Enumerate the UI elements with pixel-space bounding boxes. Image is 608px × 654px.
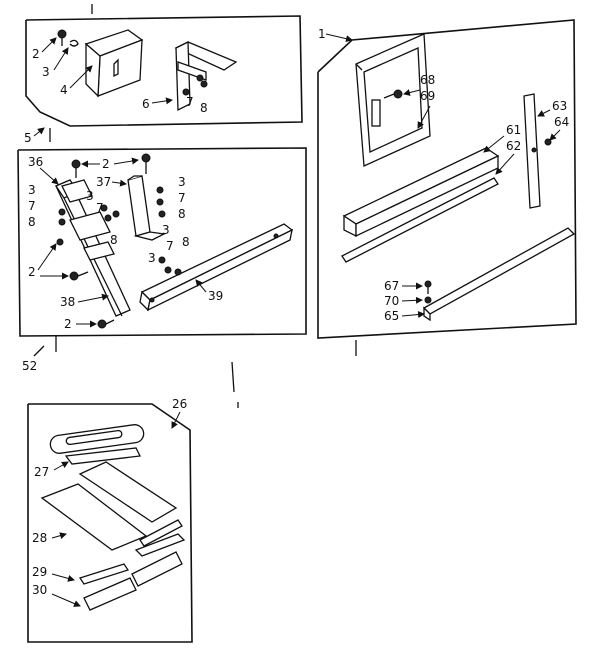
callout-69: 69 (420, 89, 435, 103)
callout-65: 65 (384, 309, 399, 323)
callout-39: 39 (208, 289, 223, 303)
callout-2: 2 (28, 265, 36, 279)
callout-64: 64 (554, 115, 569, 129)
panel-frame-kit: 1 68 69 61 62 63 64 67 70 65 (317, 19, 577, 356)
clip-part (69, 39, 79, 47)
callout-8: 8 (178, 207, 186, 221)
cover-block-part (84, 29, 144, 98)
seal-block-part (78, 519, 186, 611)
callout-36: 36 (28, 155, 43, 169)
callout-1: 1 (318, 27, 326, 41)
seal-strip-part (341, 177, 499, 263)
callout-2: 2 (64, 317, 72, 331)
fastener-group (56, 153, 182, 329)
callout-2: 2 (32, 47, 40, 61)
callout-6: 6 (142, 97, 150, 111)
callout-8: 8 (28, 215, 36, 229)
panel-seal-kit: 26 27 28 29 30 (27, 397, 193, 643)
callout-3: 3 (86, 189, 94, 203)
callout-28: 28 (32, 531, 47, 545)
bottom-bar-part (422, 227, 576, 322)
stray-mark (231, 361, 235, 393)
callout-8: 8 (182, 235, 190, 249)
callout-27: 27 (34, 465, 49, 479)
callout-61: 61 (506, 123, 521, 137)
panel-bracket-kit: 2 3 4 6 7 8 5 (24, 15, 303, 145)
gasket-loop-part (49, 424, 145, 454)
callout-63: 63 (552, 99, 567, 113)
panel-side-support-kit: 36 2 37 3 7 8 3 7 8 3 7 8 3 7 8 3 2 39 3… (17, 147, 307, 373)
callout-3: 3 (178, 175, 186, 189)
callout-7: 7 (28, 199, 36, 213)
support-arm-part (139, 223, 294, 312)
callout-8: 8 (200, 101, 208, 115)
callout-62: 62 (506, 139, 521, 153)
callout-67: 67 (384, 279, 399, 293)
callout-29: 29 (32, 565, 47, 579)
callout-52: 52 (22, 359, 37, 373)
callout-7: 7 (186, 95, 194, 109)
corner-bracket-part (174, 40, 238, 112)
callout-68: 68 (420, 73, 435, 87)
screw-part (57, 29, 67, 46)
callout-3: 3 (28, 183, 36, 197)
callout-30: 30 (32, 583, 47, 597)
support-rail-part (55, 179, 131, 317)
foam-panel-part (78, 461, 178, 523)
callout-7: 7 (166, 239, 174, 253)
callout-4: 4 (60, 83, 68, 97)
thin-seal-part (64, 447, 141, 465)
callout-26: 26 (172, 397, 187, 411)
callout-8: 8 (110, 233, 118, 247)
u-bracket-part (127, 175, 167, 241)
callout-3: 3 (162, 223, 170, 237)
callout-70: 70 (384, 294, 399, 308)
callout-37: 37 (96, 175, 111, 189)
callout-5: 5 (24, 131, 32, 145)
callout-3: 3 (42, 65, 50, 79)
callout-2: 2 (102, 157, 110, 171)
vertical-bar-part (523, 93, 541, 209)
callout-38: 38 (60, 295, 75, 309)
window-frame-part (355, 33, 431, 167)
foam-plate-part (40, 483, 148, 551)
callout-7: 7 (178, 191, 186, 205)
callout-3: 3 (148, 251, 156, 265)
callout-7: 7 (96, 201, 104, 215)
